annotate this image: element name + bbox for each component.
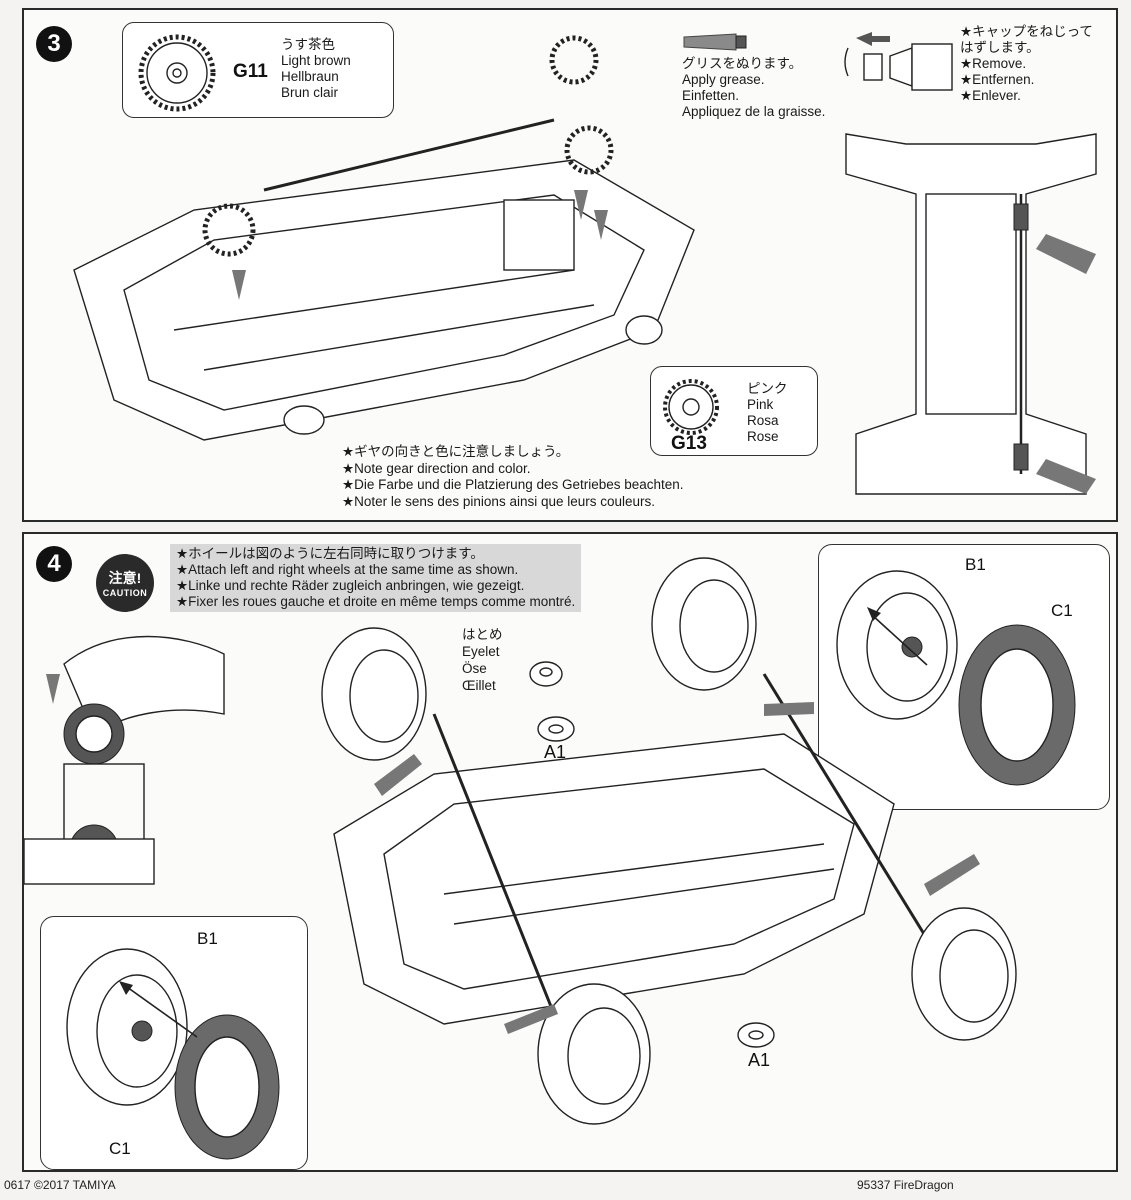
a1-label-top: A1: [544, 742, 567, 762]
b1-label: B1: [197, 929, 218, 948]
wheel-tire-drawing-right: [836, 570, 1076, 786]
grease-tube-icon: [683, 33, 747, 51]
grease-instruction: グリスをぬります。 Apply grease. Einfetten. Appli…: [682, 56, 826, 119]
caution-jp: 注意!: [108, 570, 142, 586]
chassis-isometric-drawing: [73, 35, 695, 441]
g11-code: G11: [233, 61, 268, 82]
g11-callout: G11 うす茶色 Light brown Hellbraun Brun clai…: [122, 22, 394, 118]
g13-gear-icon: [663, 379, 719, 435]
a1-label-bottom: A1: [748, 1050, 771, 1070]
g11-gear-icon: [138, 34, 216, 112]
footer-copyright: 0617 ©2017 TAMIYA: [4, 1178, 116, 1192]
remove-instruction: ★キャップをねじって はずします。 ★Remove. ★Entfernen. ★…: [960, 24, 1093, 103]
caution-en: CAUTION: [102, 588, 148, 598]
g11-description: うす茶色 Light brown Hellbraun Brun clair: [281, 37, 351, 100]
c1-label: C1: [109, 1139, 131, 1158]
a1-bearing-icon: [537, 716, 575, 742]
grease-cap-icon: [844, 32, 953, 91]
eyelet-part-icon: [529, 661, 563, 687]
hand-pressing-wheel-illustration: [23, 635, 225, 885]
wheel-caution-instructions: ★ホイールは図のように左右同時に取りつけます。 ★Attach left and…: [170, 544, 582, 612]
step-3-panel: 3 G11 うす茶色 Light brown Hellbraun Brun cl…: [22, 8, 1118, 522]
footer-product-code: 95337 FireDragon: [857, 1178, 954, 1192]
gear-direction-note: ★ギヤの向きと色に注意しましょう。 ★Note gear direction a…: [342, 444, 684, 509]
chassis-top-view-drawing: [845, 133, 1097, 495]
step-number: 3: [36, 26, 72, 62]
chassis-wheel-assembly-drawing: [321, 557, 1017, 1125]
wheel-tire-drawing-left: [66, 948, 280, 1160]
c1-label: C1: [1051, 601, 1073, 620]
g13-code: G13: [671, 433, 707, 454]
step-number: 4: [36, 546, 72, 582]
g13-description: ピンク Pink Rosa Rose: [747, 381, 788, 444]
wheel-tire-callout-right: B1 C1: [818, 544, 1110, 810]
g13-callout: G13 ピンク Pink Rosa Rose: [650, 366, 818, 456]
wheel-tire-callout-left: B1 C1: [40, 916, 308, 1170]
caution-badge: 注意! CAUTION: [96, 554, 154, 612]
step-4-panel: 4 注意! CAUTION ★ホイールは図のように左右同時に取りつけます。 ★A…: [22, 532, 1118, 1172]
b1-label: B1: [965, 555, 986, 574]
a1-bearing-icon: [737, 1022, 775, 1048]
eyelet-label: はとめ Eyelet Öse Œillet: [462, 627, 503, 693]
